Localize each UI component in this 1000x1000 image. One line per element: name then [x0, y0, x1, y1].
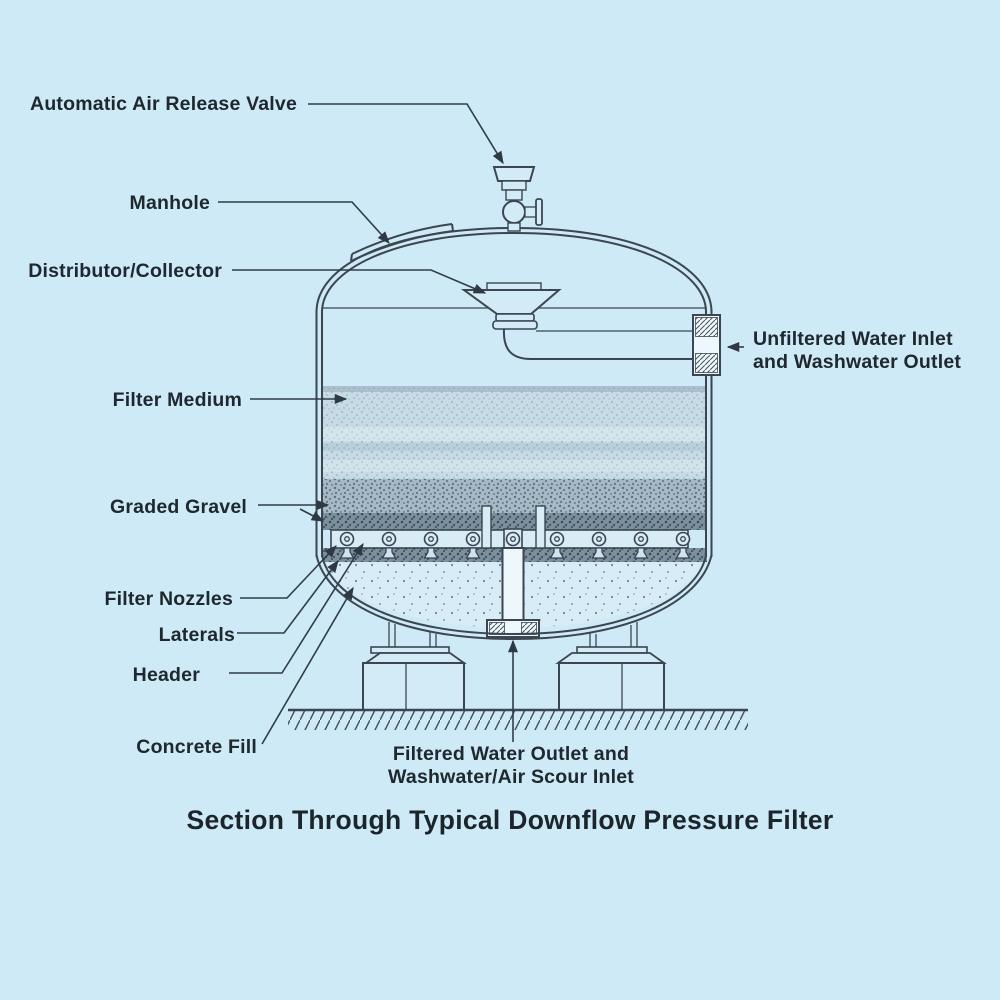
leader-lines	[218, 103, 744, 745]
air-release-valve	[492, 166, 543, 232]
inlet-flange	[692, 314, 721, 376]
leader-manhole	[218, 201, 390, 244]
label-outlet-line1: Filtered Water Outlet and	[393, 743, 629, 765]
distributor-collector	[460, 282, 694, 360]
label-header: Header	[133, 664, 201, 686]
diagram-caption: Section Through Typical Downflow Pressur…	[186, 805, 833, 835]
label-laterals: Laterals	[159, 624, 235, 646]
leader-distributor	[232, 269, 487, 294]
label-outlet-line2: Washwater/Air Scour Inlet	[388, 766, 634, 788]
filter-medium-layer	[323, 386, 707, 479]
support-leg-right	[555, 622, 667, 711]
support-leg-left	[362, 622, 467, 711]
label-filter-medium: Filter Medium	[113, 389, 242, 411]
leader-concrete-fill	[261, 586, 354, 745]
label-graded-gravel: Graded Gravel	[110, 496, 247, 518]
manhole-patch	[350, 223, 454, 262]
leader-air-valve	[308, 103, 504, 165]
graded-gravel-layer	[323, 479, 707, 530]
label-distributor-collector: Distributor/Collector	[28, 260, 222, 282]
ground	[288, 708, 748, 730]
label-unfiltered-water-inlet: Unfiltered Water Inlet and Washwater Out…	[753, 328, 961, 373]
label-filtered-water-outlet: Filtered Water Outlet and Washwater/Air …	[388, 743, 634, 788]
label-inlet-line2: and Washwater Outlet	[753, 351, 961, 373]
leader-header	[229, 542, 364, 674]
label-inlet-line1: Unfiltered Water Inlet	[753, 328, 953, 350]
leader-filter-nozzles	[240, 545, 337, 599]
label-manhole: Manhole	[130, 192, 211, 214]
label-automatic-air-release-valve: Automatic Air Release Valve	[30, 93, 297, 115]
leader-laterals	[237, 560, 339, 634]
leader-graded-gravel-2	[299, 508, 325, 522]
header-pipe	[501, 547, 525, 623]
label-filter-nozzles: Filter Nozzles	[105, 588, 234, 610]
label-concrete-fill: Concrete Fill	[136, 736, 257, 758]
